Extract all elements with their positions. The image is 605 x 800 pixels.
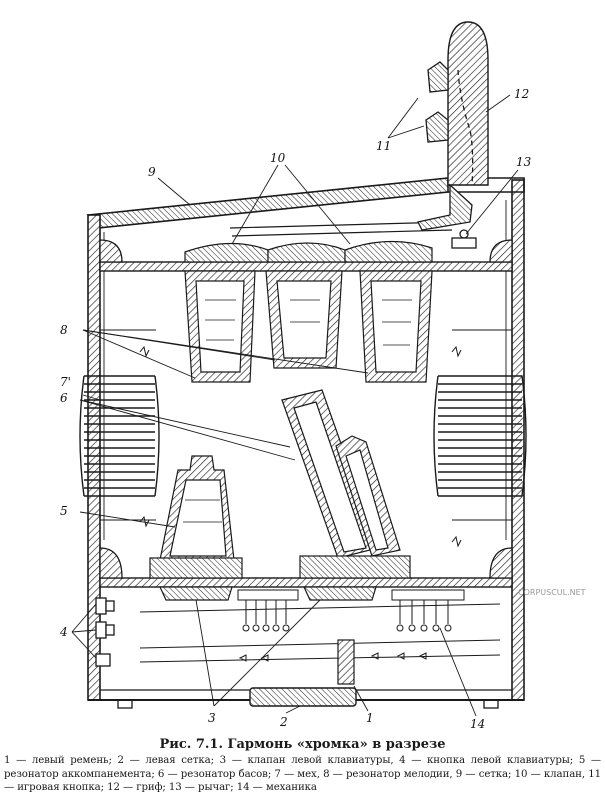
bellows-right bbox=[433, 375, 527, 497]
callout-14: 14 bbox=[470, 717, 485, 731]
callout-5: 5 bbox=[60, 504, 68, 518]
caption-legend: 1 — левый ремень; 2 — левая сетка; 3 — к… bbox=[4, 755, 601, 793]
callout-1: 1 bbox=[366, 711, 374, 725]
bellows-left bbox=[79, 375, 160, 497]
upper-valves bbox=[184, 221, 453, 263]
callout-10: 10 bbox=[270, 151, 286, 165]
callout-2: 2 bbox=[279, 715, 288, 729]
upper-deck-plate bbox=[99, 261, 513, 272]
caption-title: Рис. 7.1. Гармонь «хромка» в разрезе bbox=[159, 737, 446, 752]
callout-13: 13 bbox=[516, 155, 532, 169]
callout-3: 3 bbox=[208, 711, 216, 725]
callout-12: 12 bbox=[514, 87, 529, 101]
left-keyboard-valves bbox=[159, 586, 377, 601]
left-keyboard-buttons bbox=[95, 597, 115, 667]
accompaniment-resonator bbox=[159, 455, 235, 561]
lever bbox=[417, 183, 477, 249]
callout-11: 11 bbox=[376, 139, 391, 153]
callout-6: 6 bbox=[60, 391, 68, 405]
watermark: CORPUSCUL.NET bbox=[518, 588, 586, 597]
melody-resonators bbox=[184, 270, 433, 383]
bass-resonators bbox=[281, 389, 401, 559]
mechanics bbox=[139, 589, 501, 663]
callout-8: 8 bbox=[60, 323, 68, 337]
left-grille bbox=[249, 687, 357, 707]
lower-deck-plate bbox=[99, 577, 513, 588]
callout-9: 9 bbox=[148, 165, 156, 179]
fingerboard-neck bbox=[447, 21, 489, 186]
lower-resonator-bases bbox=[149, 555, 411, 579]
corner-brackets bbox=[99, 239, 513, 579]
playing-buttons bbox=[425, 61, 449, 143]
leader-lines bbox=[71, 94, 519, 717]
callout-7: 7' bbox=[60, 375, 71, 389]
callout-labels: 1 2 3 4 5 6 7' 8 9 10 11 12 13 14 bbox=[59, 87, 532, 731]
figure-caption: Рис. 7.1. Гармонь «хромка» в разрезе 1 —… bbox=[0, 736, 605, 795]
central-shaft bbox=[337, 639, 355, 685]
harmonica-cross-section-drawing: 1 2 3 4 5 6 7' 8 9 10 11 12 13 14 CORPUS… bbox=[59, 21, 586, 731]
callout-4: 4 bbox=[59, 625, 68, 639]
